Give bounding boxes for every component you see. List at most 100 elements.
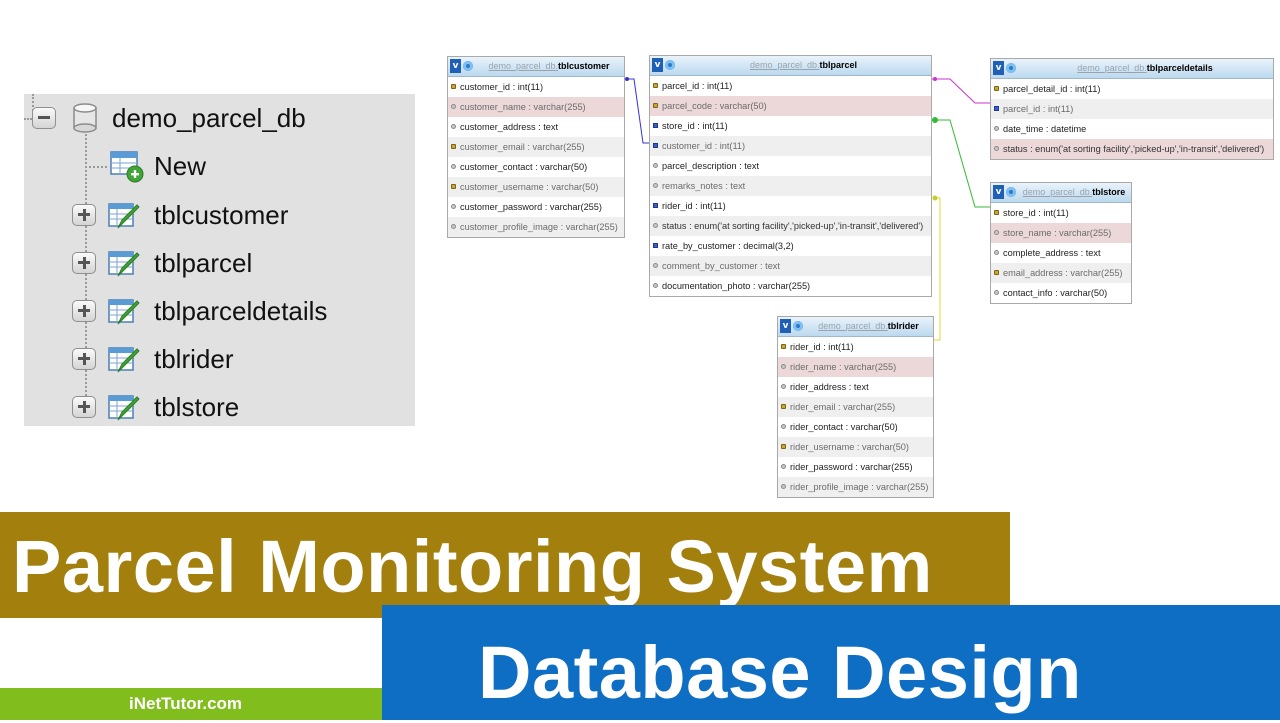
er-column[interactable]: customer_id : int(11) xyxy=(650,136,931,156)
banner-title-line1: Parcel Monitoring System xyxy=(12,525,933,608)
er-column[interactable]: rider_id : int(11) xyxy=(650,196,931,216)
er-column[interactable]: status : enum('at sorting facility','pic… xyxy=(991,139,1273,159)
er-table-header[interactable]: v demo_parcel_db.tblcustomer xyxy=(448,57,624,77)
er-column[interactable]: customer_profile_image : varchar(255) xyxy=(448,217,624,237)
er-column[interactable]: customer_address : text xyxy=(448,117,624,137)
banner-title-line2: Database Design xyxy=(478,631,1082,714)
er-column[interactable]: comment_by_customer : text xyxy=(650,256,931,276)
er-table-tblparceldetails[interactable]: v demo_parcel_db.tblparceldetails parcel… xyxy=(990,58,1274,160)
relation-line xyxy=(933,119,992,208)
er-table-title[interactable]: demo_parcel_db.tblrider xyxy=(818,321,919,331)
table-structure-icon xyxy=(108,347,140,373)
er-table-header[interactable]: v demo_parcel_db.tblrider xyxy=(778,317,933,337)
key-icon xyxy=(781,344,786,349)
foreign-key-icon xyxy=(653,123,658,128)
table-options-icon[interactable] xyxy=(1006,63,1016,73)
er-column[interactable]: status : enum('at sorting facility','pic… xyxy=(650,216,931,236)
er-column[interactable]: store_id : int(11) xyxy=(650,116,931,136)
er-table-title[interactable]: demo_parcel_db.tblparcel xyxy=(749,60,858,70)
er-table-title[interactable]: demo_parcel_db.tblstore xyxy=(1022,187,1126,197)
er-column[interactable]: rate_by_customer : decimal(3,2) xyxy=(650,236,931,256)
er-column[interactable]: customer_id : int(11) xyxy=(448,77,624,97)
er-column[interactable]: store_name : varchar(255) xyxy=(991,223,1131,243)
table-options-icon[interactable] xyxy=(793,321,803,331)
er-column[interactable]: parcel_description : text xyxy=(650,156,931,176)
table-name[interactable]: tblrider xyxy=(154,344,234,374)
tree-item-new[interactable]: New xyxy=(24,146,415,186)
column-icon xyxy=(451,164,456,169)
er-column[interactable]: parcel_id : int(11) xyxy=(991,99,1273,119)
er-table-header[interactable]: v demo_parcel_db.tblstore xyxy=(991,183,1131,203)
er-column[interactable]: rider_password : varchar(255) xyxy=(778,457,933,477)
er-column[interactable]: parcel_detail_id : int(11) xyxy=(991,79,1273,99)
er-column[interactable]: parcel_id : int(11) xyxy=(650,76,931,96)
relation-customer xyxy=(625,77,652,144)
tree-item-tblstore[interactable]: tblstore xyxy=(24,387,415,426)
expand-icon[interactable] xyxy=(72,252,96,274)
navigation-tree: demo_parcel_db New tblcustomer xyxy=(24,94,415,426)
foreign-key-icon xyxy=(994,106,999,111)
toggle-columns-icon[interactable]: v xyxy=(993,61,1004,75)
er-table-tblrider[interactable]: v demo_parcel_db.tblrider rider_id : int… xyxy=(777,316,934,498)
er-table-tblstore[interactable]: v demo_parcel_db.tblstore store_id : int… xyxy=(990,182,1132,304)
table-options-icon[interactable] xyxy=(463,61,473,71)
er-column[interactable]: rider_email : varchar(255) xyxy=(778,397,933,417)
foreign-key-icon xyxy=(653,243,658,248)
er-column[interactable]: customer_email : varchar(255) xyxy=(448,137,624,157)
er-column[interactable]: contact_info : varchar(50) xyxy=(991,283,1131,303)
table-name[interactable]: tblparceldetails xyxy=(154,296,328,326)
tree-guide-line xyxy=(32,94,34,114)
table-name[interactable]: tblcustomer xyxy=(154,200,289,230)
er-table-tblcustomer[interactable]: v demo_parcel_db.tblcustomer customer_id… xyxy=(447,56,625,238)
tree-item-database[interactable]: demo_parcel_db xyxy=(24,98,415,138)
toggle-columns-icon[interactable]: v xyxy=(652,58,663,72)
expand-icon[interactable] xyxy=(72,204,96,226)
er-column[interactable]: customer_name : varchar(255) xyxy=(448,97,624,117)
column-icon xyxy=(653,163,658,168)
database-name[interactable]: demo_parcel_db xyxy=(112,103,306,133)
key-icon xyxy=(451,84,456,89)
tree-item-tblrider[interactable]: tblrider xyxy=(24,339,415,379)
er-table-header[interactable]: v demo_parcel_db.tblparceldetails xyxy=(991,59,1273,79)
er-table-header[interactable]: v demo_parcel_db.tblparcel xyxy=(650,56,931,76)
column-icon xyxy=(994,126,999,131)
er-column[interactable]: rider_profile_image : varchar(255) xyxy=(778,477,933,497)
toggle-columns-icon[interactable]: v xyxy=(993,185,1004,199)
er-column[interactable]: store_id : int(11) xyxy=(991,203,1131,223)
er-column[interactable]: rider_id : int(11) xyxy=(778,337,933,357)
er-column[interactable]: customer_password : varchar(255) xyxy=(448,197,624,217)
er-column[interactable]: date_time : datetime xyxy=(991,119,1273,139)
table-name[interactable]: tblstore xyxy=(154,392,240,422)
er-column[interactable]: complete_address : text xyxy=(991,243,1131,263)
new-table-label[interactable]: New xyxy=(154,151,207,181)
er-table-tblparcel[interactable]: v demo_parcel_db.tblparcel parcel_id : i… xyxy=(649,55,932,297)
relation-line xyxy=(932,78,992,104)
tree-item-tblparceldetails[interactable]: tblparceldetails xyxy=(24,291,415,331)
er-column[interactable]: documentation_photo : varchar(255) xyxy=(650,276,931,296)
er-column[interactable]: rider_contact : varchar(50) xyxy=(778,417,933,437)
er-column[interactable]: customer_contact : varchar(50) xyxy=(448,157,624,177)
er-column[interactable]: parcel_code : varchar(50) xyxy=(650,96,931,116)
tree-item-tblcustomer[interactable]: tblcustomer xyxy=(24,195,415,235)
er-column[interactable]: rider_address : text xyxy=(778,377,933,397)
er-table-title[interactable]: demo_parcel_db.tblparceldetails xyxy=(1077,63,1213,73)
toggle-columns-icon[interactable]: v xyxy=(780,319,791,333)
expand-icon[interactable] xyxy=(72,348,96,370)
expand-icon[interactable] xyxy=(72,396,96,418)
expand-icon[interactable] xyxy=(72,300,96,322)
er-column[interactable]: rider_name : varchar(255) xyxy=(778,357,933,377)
er-column[interactable]: customer_username : varchar(50) xyxy=(448,177,624,197)
er-column[interactable]: email_address : varchar(255) xyxy=(991,263,1131,283)
table-name[interactable]: tblparcel xyxy=(154,248,253,278)
er-table-title[interactable]: demo_parcel_db.tblcustomer xyxy=(488,61,610,71)
collapse-icon[interactable] xyxy=(32,107,56,129)
column-icon xyxy=(994,230,999,235)
table-options-icon[interactable] xyxy=(1006,187,1016,197)
table-options-icon[interactable] xyxy=(665,60,675,70)
tree-item-tblparcel[interactable]: tblparcel xyxy=(24,243,415,283)
toggle-columns-icon[interactable]: v xyxy=(450,59,461,73)
er-column[interactable]: remarks_notes : text xyxy=(650,176,931,196)
column-icon xyxy=(781,384,786,389)
er-column[interactable]: rider_username : varchar(50) xyxy=(778,437,933,457)
